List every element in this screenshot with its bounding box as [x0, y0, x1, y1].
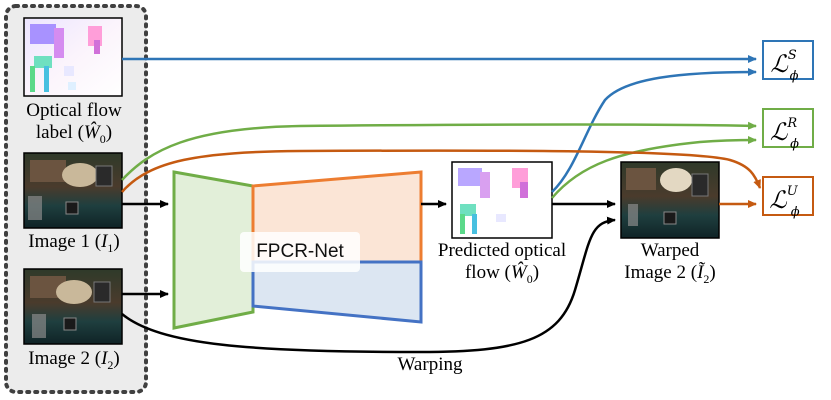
network-name: FPCR-Net — [240, 232, 360, 272]
loss-regularization: ℒRϕ — [762, 108, 814, 152]
predicted-flow-image — [451, 161, 553, 239]
warped-caption: Warped Image 2 (Ĩ2) — [624, 240, 716, 286]
loss-unsupervised: ℒUϕ — [762, 176, 814, 220]
arrow-pred-to-loss-r — [551, 136, 757, 199]
arrow-image1-to-loss-r — [121, 121, 757, 181]
image-1-caption: Image 1 (I1) — [28, 231, 120, 255]
image-2-thumbnail — [23, 268, 123, 345]
arrow-pred-to-loss-s — [551, 68, 757, 193]
arrow-warping — [121, 216, 616, 354]
network-decoder-lower — [251, 260, 423, 324]
loss-supervised: ℒSϕ — [762, 40, 814, 84]
network-encoder — [172, 170, 255, 330]
flow-label-caption: Optical flow label (Ŵ0) — [26, 100, 122, 146]
optical-flow-label-image — [23, 17, 123, 97]
warping-label: Warping — [397, 354, 463, 375]
image-2-caption: Image 2 (I2) — [28, 348, 120, 372]
image-1-thumbnail — [23, 152, 123, 229]
arrow-image1-to-loss-u — [121, 149, 762, 193]
warped-image-thumbnail — [620, 161, 720, 239]
predicted-flow-caption: Predicted optical flow (Ŵ0) — [437, 240, 567, 286]
